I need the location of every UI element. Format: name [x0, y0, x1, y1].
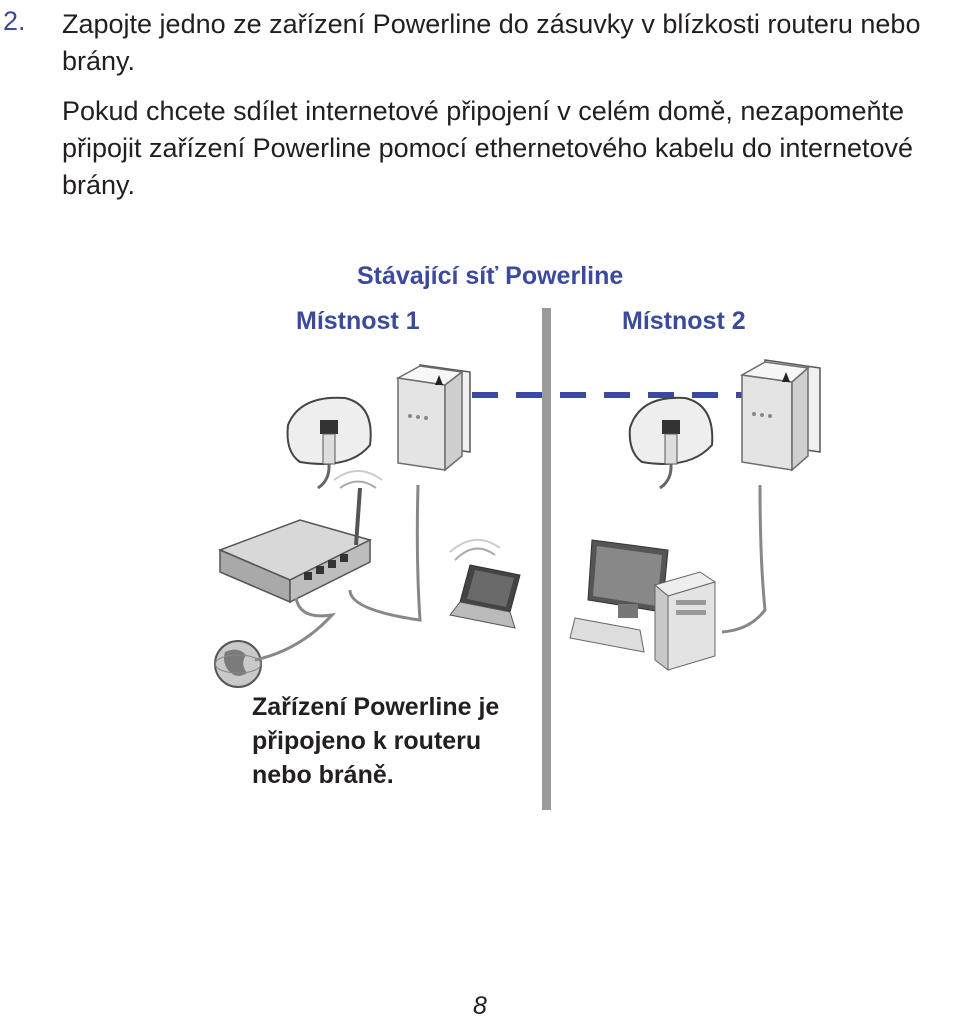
powerline-adapter-room2 [739, 359, 821, 472]
laptop [449, 539, 521, 629]
diagram-title: Stávající síť Powerline [357, 262, 624, 290]
router [217, 470, 383, 604]
cable-router-adapter [348, 484, 422, 622]
step-number: 2. [3, 6, 26, 36]
powerline-adapter-room1 [395, 364, 471, 472]
room-1-label: Místnost 1 [296, 307, 420, 335]
room-2-label: Místnost 2 [622, 307, 746, 335]
internet-globe [214, 640, 262, 688]
ethernet-port-zoom-room1 [286, 396, 372, 490]
desktop-computer [569, 539, 717, 672]
cable-adapter-pc [721, 484, 767, 634]
cable-router-internet [254, 597, 336, 662]
note-paragraph: Pokud chcete sdílet internetové připojen… [62, 96, 914, 200]
ethernet-port-zoom-room2 [628, 396, 714, 490]
diagram-caption: Zařízení Powerline je připojeno k router… [252, 693, 500, 789]
room-divider [542, 308, 551, 810]
step-text: Zapojte jedno ze zařízení Powerline do z… [62, 9, 921, 76]
page-number: 8 [473, 992, 487, 1020]
